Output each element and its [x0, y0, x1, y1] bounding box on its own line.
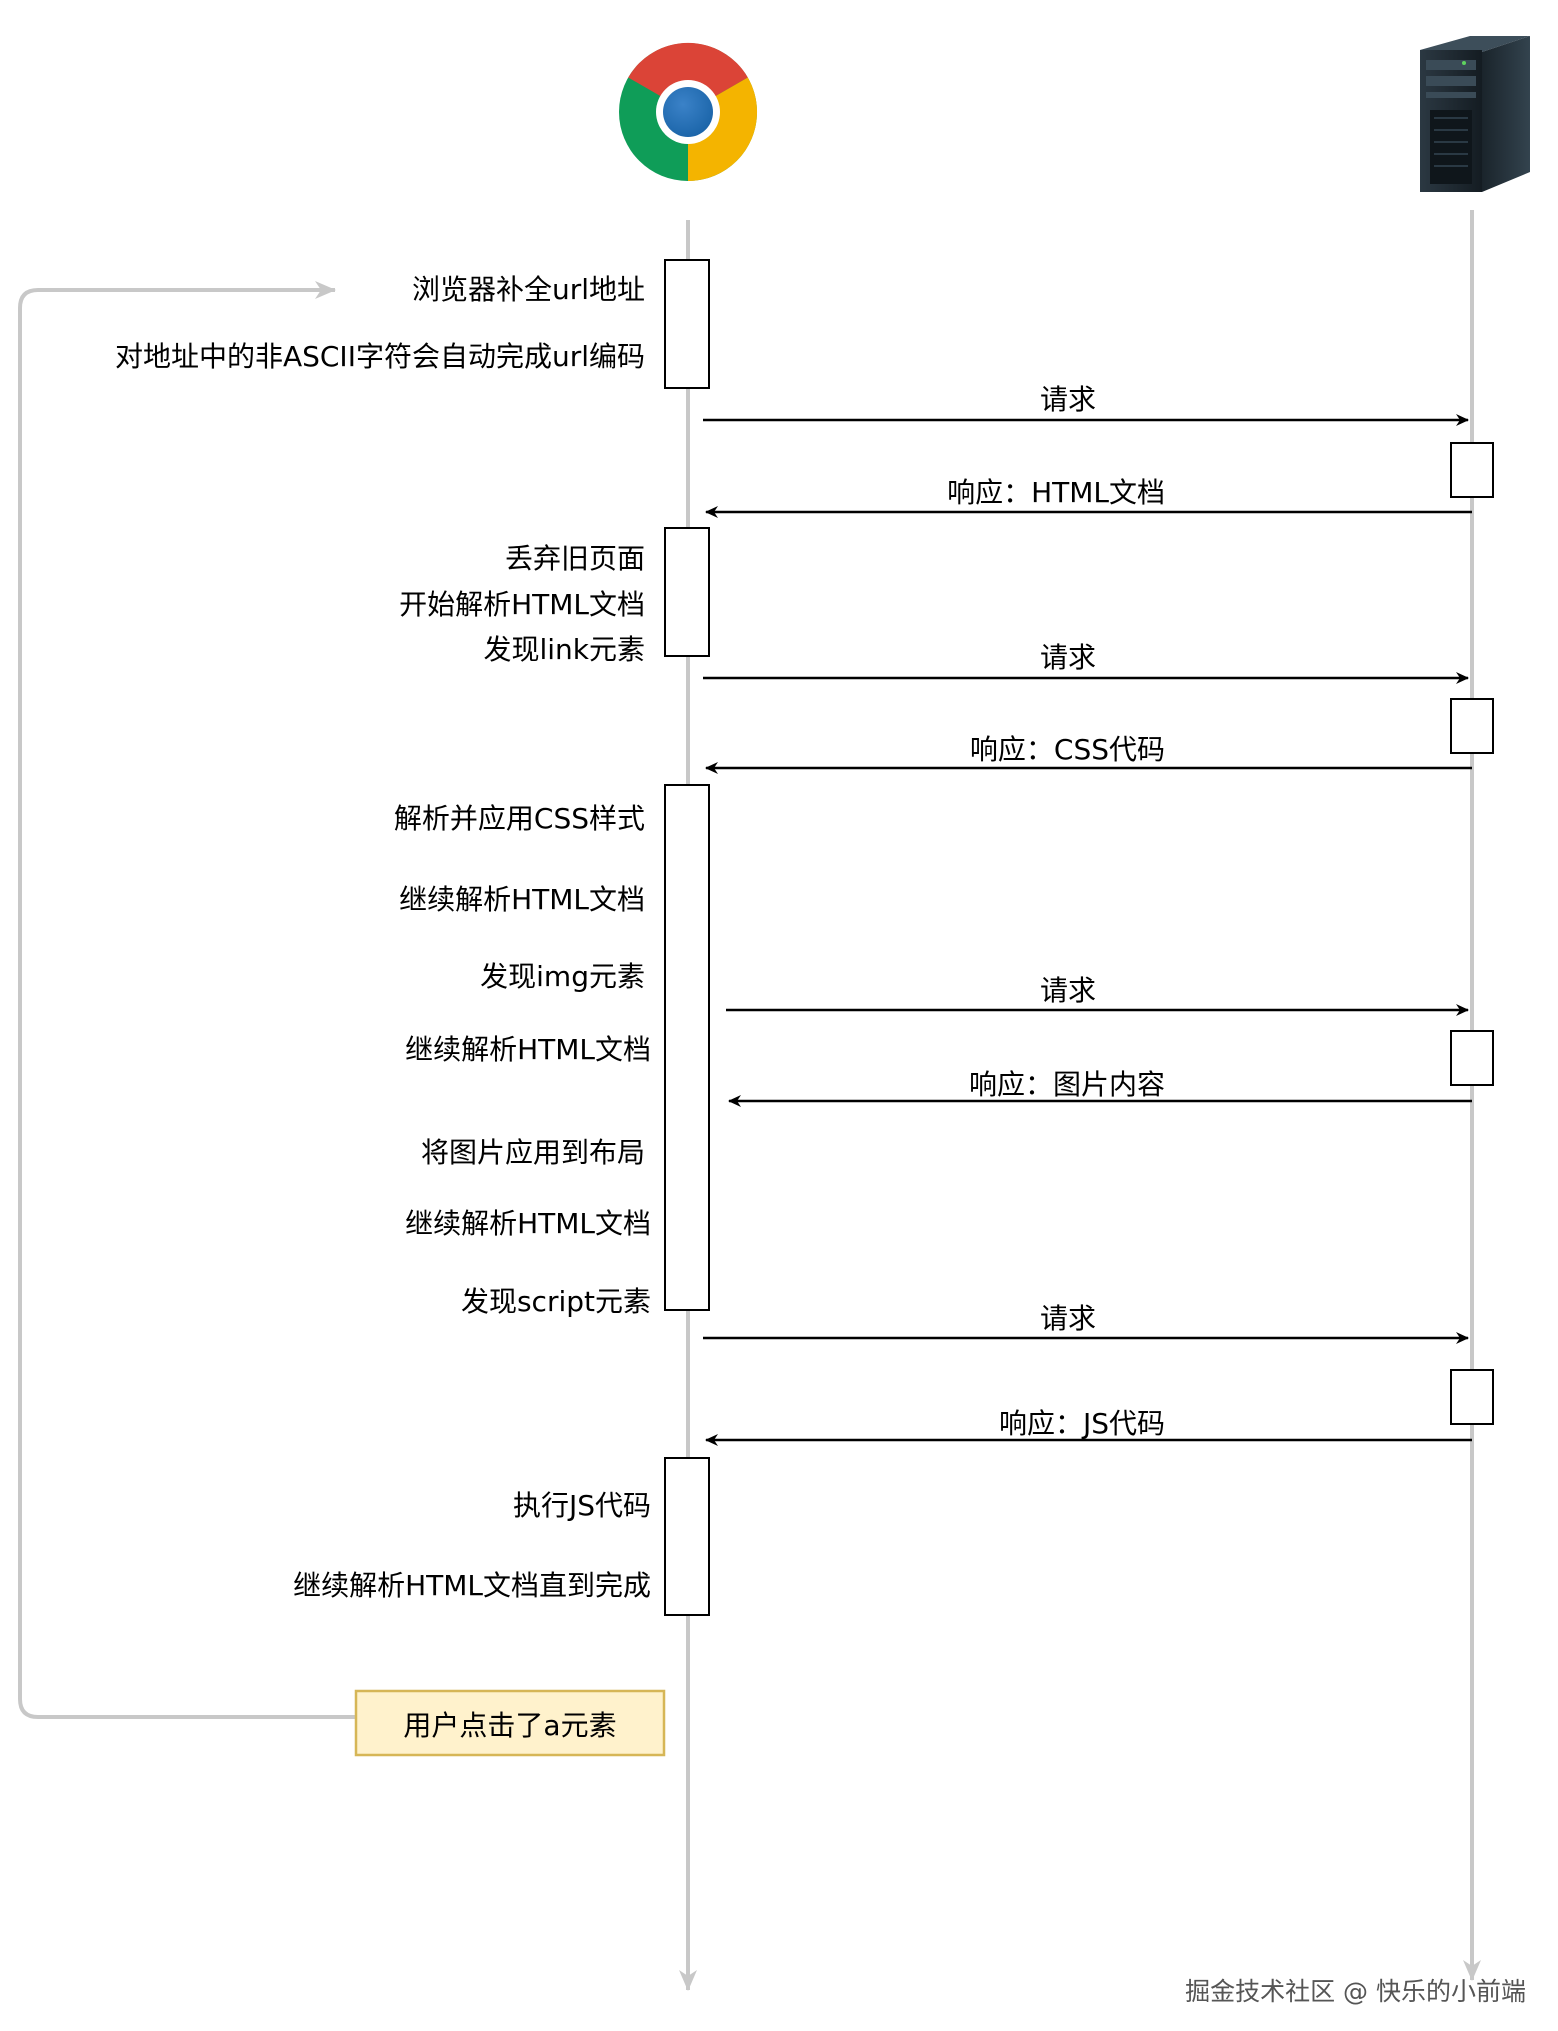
chrome-browser-icon [619, 42, 758, 182]
note-url-encode: 对地址中的非ASCII字符会自动完成url编码 [115, 340, 645, 373]
note-run-js: 执行JS代码 [513, 1489, 651, 1522]
response-label-1: 响应：HTML文档 [947, 476, 1165, 509]
note-parse-complete: 继续解析HTML文档直到完成 [293, 1569, 651, 1602]
browser-activation-2 [664, 527, 710, 657]
note-apply-image: 将图片应用到布局 [421, 1136, 645, 1169]
request-label-2: 请求 [1040, 641, 1096, 674]
request-label-3: 请求 [1040, 974, 1096, 1007]
note-find-img: 发现img元素 [480, 960, 645, 993]
response-label-2: 响应：CSS代码 [970, 733, 1165, 766]
user-click-note-box [354, 1689, 666, 1757]
server-tower-icon [1420, 36, 1530, 192]
note-continue-parse-1: 继续解析HTML文档 [399, 883, 645, 916]
note-apply-css: 解析并应用CSS样式 [394, 802, 645, 835]
note-discard-page: 丢弃旧页面 [505, 542, 645, 575]
request-label-1: 请求 [1040, 383, 1096, 416]
user-click-note-text: 用户点击了a元素 [403, 1709, 616, 1742]
browser-activation-4 [664, 1457, 710, 1616]
response-label-4: 响应：JS代码 [999, 1407, 1165, 1440]
browser-activation-3 [664, 784, 710, 1311]
note-complete-url: 浏览器补全url地址 [412, 273, 645, 306]
note-continue-parse-3: 继续解析HTML文档 [405, 1207, 651, 1240]
server-activation-1 [1450, 442, 1494, 498]
note-continue-parse-2: 继续解析HTML文档 [405, 1033, 651, 1066]
response-label-3: 响应：图片内容 [969, 1068, 1165, 1101]
note-find-link: 发现link元素 [483, 633, 645, 666]
watermark: 掘金技术社区 @ 快乐的小前端 [1185, 1977, 1526, 2006]
server-activation-4 [1450, 1369, 1494, 1425]
server-activation-3 [1450, 1030, 1494, 1086]
request-label-4: 请求 [1040, 1302, 1096, 1335]
navigation-loop-arrow [18, 281, 355, 1719]
note-find-script: 发现script元素 [461, 1285, 651, 1318]
note-start-parse: 开始解析HTML文档 [399, 588, 645, 621]
server-activation-2 [1450, 698, 1494, 754]
browser-activation-1 [664, 259, 710, 389]
